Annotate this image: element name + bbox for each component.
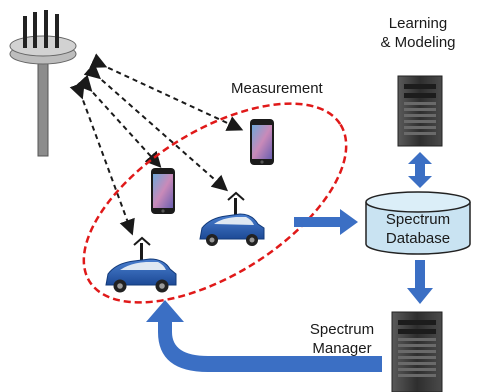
flow-arrow-measurement-database xyxy=(294,209,358,235)
spectrum-database-label: Spectrum Database xyxy=(366,210,470,248)
cell-tower-icon xyxy=(9,10,77,157)
measurement-label: Measurement xyxy=(231,80,323,97)
flow-arrow-manager-feedback xyxy=(146,300,382,372)
manager-label-line2: Manager xyxy=(312,340,372,357)
spectrum-database-line2: Database xyxy=(385,230,451,247)
signal-arrow-phone-left xyxy=(75,74,162,168)
server-icon xyxy=(397,75,443,147)
measurement-region xyxy=(82,102,348,304)
manager-label: Spectrum Manager xyxy=(296,320,388,358)
signal-arrow-phone-top xyxy=(89,53,244,131)
learning-label-line1: Learning xyxy=(388,15,448,32)
smartphone-icon xyxy=(151,168,175,214)
flow-arrow-database-manager xyxy=(407,260,433,304)
flow-arrow-learning-database xyxy=(408,152,432,188)
server-icon xyxy=(391,311,443,392)
manager-label-line1: Spectrum xyxy=(309,321,375,338)
signal-arrow-car-left xyxy=(69,81,135,236)
smartphone-icon xyxy=(250,119,274,165)
learning-label-line2: & Modeling xyxy=(380,34,456,51)
database-icon xyxy=(365,191,471,255)
learning-label: Learning & Modeling xyxy=(362,14,474,52)
signal-arrows xyxy=(69,53,244,236)
car-icon xyxy=(105,236,177,293)
car-icon xyxy=(199,191,265,246)
spectrum-database-line1: Spectrum xyxy=(385,211,451,228)
